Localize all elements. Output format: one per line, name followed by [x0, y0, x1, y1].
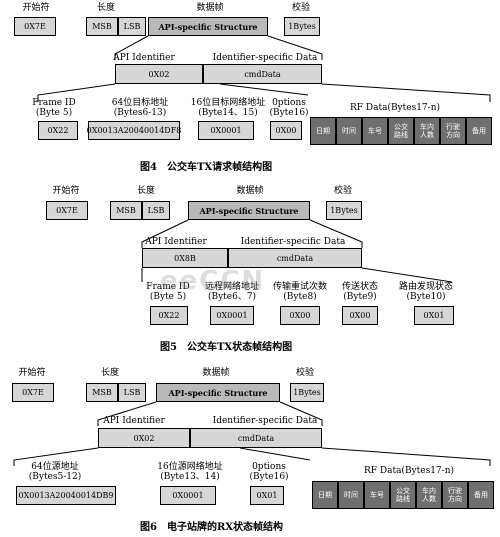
identifier-specific-data-label: Identifier-specific Data: [212, 53, 318, 63]
api-structure-box-3: API-specific Structure: [156, 383, 280, 402]
rf-cell-bus-no: 车号: [362, 117, 388, 145]
field3-value-options: 0X01: [250, 486, 284, 505]
field2-label-retry-count: 传输重试次数 (Byte8): [272, 282, 327, 302]
cmddata-box: cmdData: [203, 64, 322, 84]
identifier-specific-data-label-3: Identifier-specific Data: [212, 416, 318, 426]
dataframe-label-3: 数据帧: [202, 368, 230, 378]
api-structure-box: API-specific Structure: [148, 17, 268, 36]
field-value-options: 0X00: [270, 121, 302, 140]
rf3-cell-time: 时间: [338, 481, 364, 509]
lsb-box-2: LSB: [142, 201, 170, 220]
dataframe-label-2: 数据帧: [236, 186, 264, 196]
length-label-3: 长度: [100, 368, 119, 378]
start-label-2: 开始符: [52, 186, 80, 196]
watermark: eeCCN: [160, 266, 266, 296]
rf3-cell-direction: 行驶 方向: [442, 481, 468, 509]
msb-box: MSB: [86, 17, 118, 36]
field-value-64bit-dest: 0X0013A20040014DF8: [87, 121, 181, 140]
dataframe-label: 数据帧: [196, 3, 224, 13]
api-identifier-label-2: API Identifier: [145, 237, 207, 247]
field-label-frame-id: Frame ID (Byte 5): [32, 98, 76, 118]
field-label-options: 0ptions (Byte16): [269, 98, 309, 118]
field2-value-frame-id: 0X22: [150, 306, 188, 325]
lsb-box: LSB: [118, 17, 146, 36]
msb-box-2: MSB: [110, 201, 142, 220]
field3-value-64bit-src: 0X0013A20040014DB9: [16, 486, 116, 505]
checksum-value-box-2: 1Bytes: [326, 201, 362, 220]
rf-cell-date: 日期: [310, 117, 336, 145]
rf-cell-direction: 行驶 方向: [440, 117, 466, 145]
start-label: 开始符: [22, 3, 50, 13]
api-structure-box-2: API-specific Structure: [188, 201, 310, 220]
field-value-16bit-dest: 0X0001: [198, 121, 254, 140]
rf3-cell-date: 日期: [312, 481, 338, 509]
rf-cell-route: 公交 路线: [388, 117, 414, 145]
rf3-cell-reserved: 备用: [468, 481, 494, 509]
caption-figure-6: 图6 电子站牌的RX状态帧结构: [140, 522, 284, 533]
rf-cell-time: 时间: [336, 117, 362, 145]
cmddata-box-2: cmdData: [228, 248, 362, 268]
field2-label-frame-id: Frame ID (Byte 5): [146, 282, 190, 302]
caption-figure-5: 图5 公交车TX状态帧结构图: [160, 342, 293, 353]
rf-cell-passengers: 车内 人数: [414, 117, 440, 145]
cmddata-box-3: cmdData: [190, 428, 322, 448]
field2-value-delivery-status: 0X00: [342, 306, 378, 325]
field2-value-remote-addr: 0X0001: [210, 306, 254, 325]
caption-figure-4: 图4 公交车TX请求帧结构图: [140, 162, 273, 173]
rf-cell-reserved: 备用: [466, 117, 492, 145]
start-value-box-3: 0X7E: [12, 383, 54, 402]
length-label-2: 长度: [136, 186, 155, 196]
api-identifier-label: API Identifier: [113, 53, 175, 63]
rf-data-label-3: RF Data(Bytes17-n): [363, 466, 455, 476]
rf3-cell-passengers: 车内 人数: [416, 481, 442, 509]
field3-label-16bit-src: 16位源网络地址 (Byte13、14): [157, 462, 223, 482]
api-identifier-value-2: 0X8B: [142, 248, 228, 268]
rf3-cell-bus-no: 车号: [364, 481, 390, 509]
field-value-frame-id: 0X22: [38, 121, 78, 140]
length-label: 长度: [96, 3, 115, 13]
field2-value-retry-count: 0X00: [280, 306, 320, 325]
api-identifier-label-3: API Identifier: [103, 416, 165, 426]
checksum-value-box-3: 1Bytes: [290, 383, 324, 402]
api-identifier-value-3: 0X02: [98, 428, 190, 448]
field2-label-remote-addr: 远程网络地址 (Byte6、7): [204, 282, 259, 302]
msb-box-3: MSB: [86, 383, 118, 402]
checksum-value-box: 1Bytes: [284, 17, 320, 36]
rf-data-label: RF Data(Bytes17-n): [349, 103, 441, 113]
field2-value-discovery-status: 0X01: [414, 306, 454, 325]
field3-label-options: 0ptions (Byte16): [249, 462, 289, 482]
field-label-64bit-dest: 64位目标地址 (Bytes6-13): [111, 98, 169, 118]
lsb-box-3: LSB: [118, 383, 146, 402]
identifier-specific-data-label-2: Identifier-specific Data: [240, 237, 346, 247]
rf3-cell-route: 公交 路线: [390, 481, 416, 509]
start-value-box-2: 0X7E: [46, 201, 88, 220]
start-value-box: 0X7E: [14, 17, 56, 36]
field3-value-16bit-src: 0X0001: [160, 486, 216, 505]
field-label-16bit-dest: 16位目标网络地址 (Byte14、15): [190, 98, 266, 118]
start-label-3: 开始符: [18, 368, 46, 378]
checksum-label-2: 校验: [333, 186, 352, 196]
checksum-label-3: 校验: [295, 368, 314, 378]
field2-label-delivery-status: 传送状态 (Byte9): [341, 282, 378, 302]
field2-label-discovery-status: 路由发现状态 (Byte10): [398, 282, 453, 302]
api-identifier-value: 0X02: [115, 64, 203, 84]
field3-label-64bit-src: 64位源地址 (Bytes5-12): [28, 462, 82, 482]
checksum-label: 校验: [291, 3, 310, 13]
